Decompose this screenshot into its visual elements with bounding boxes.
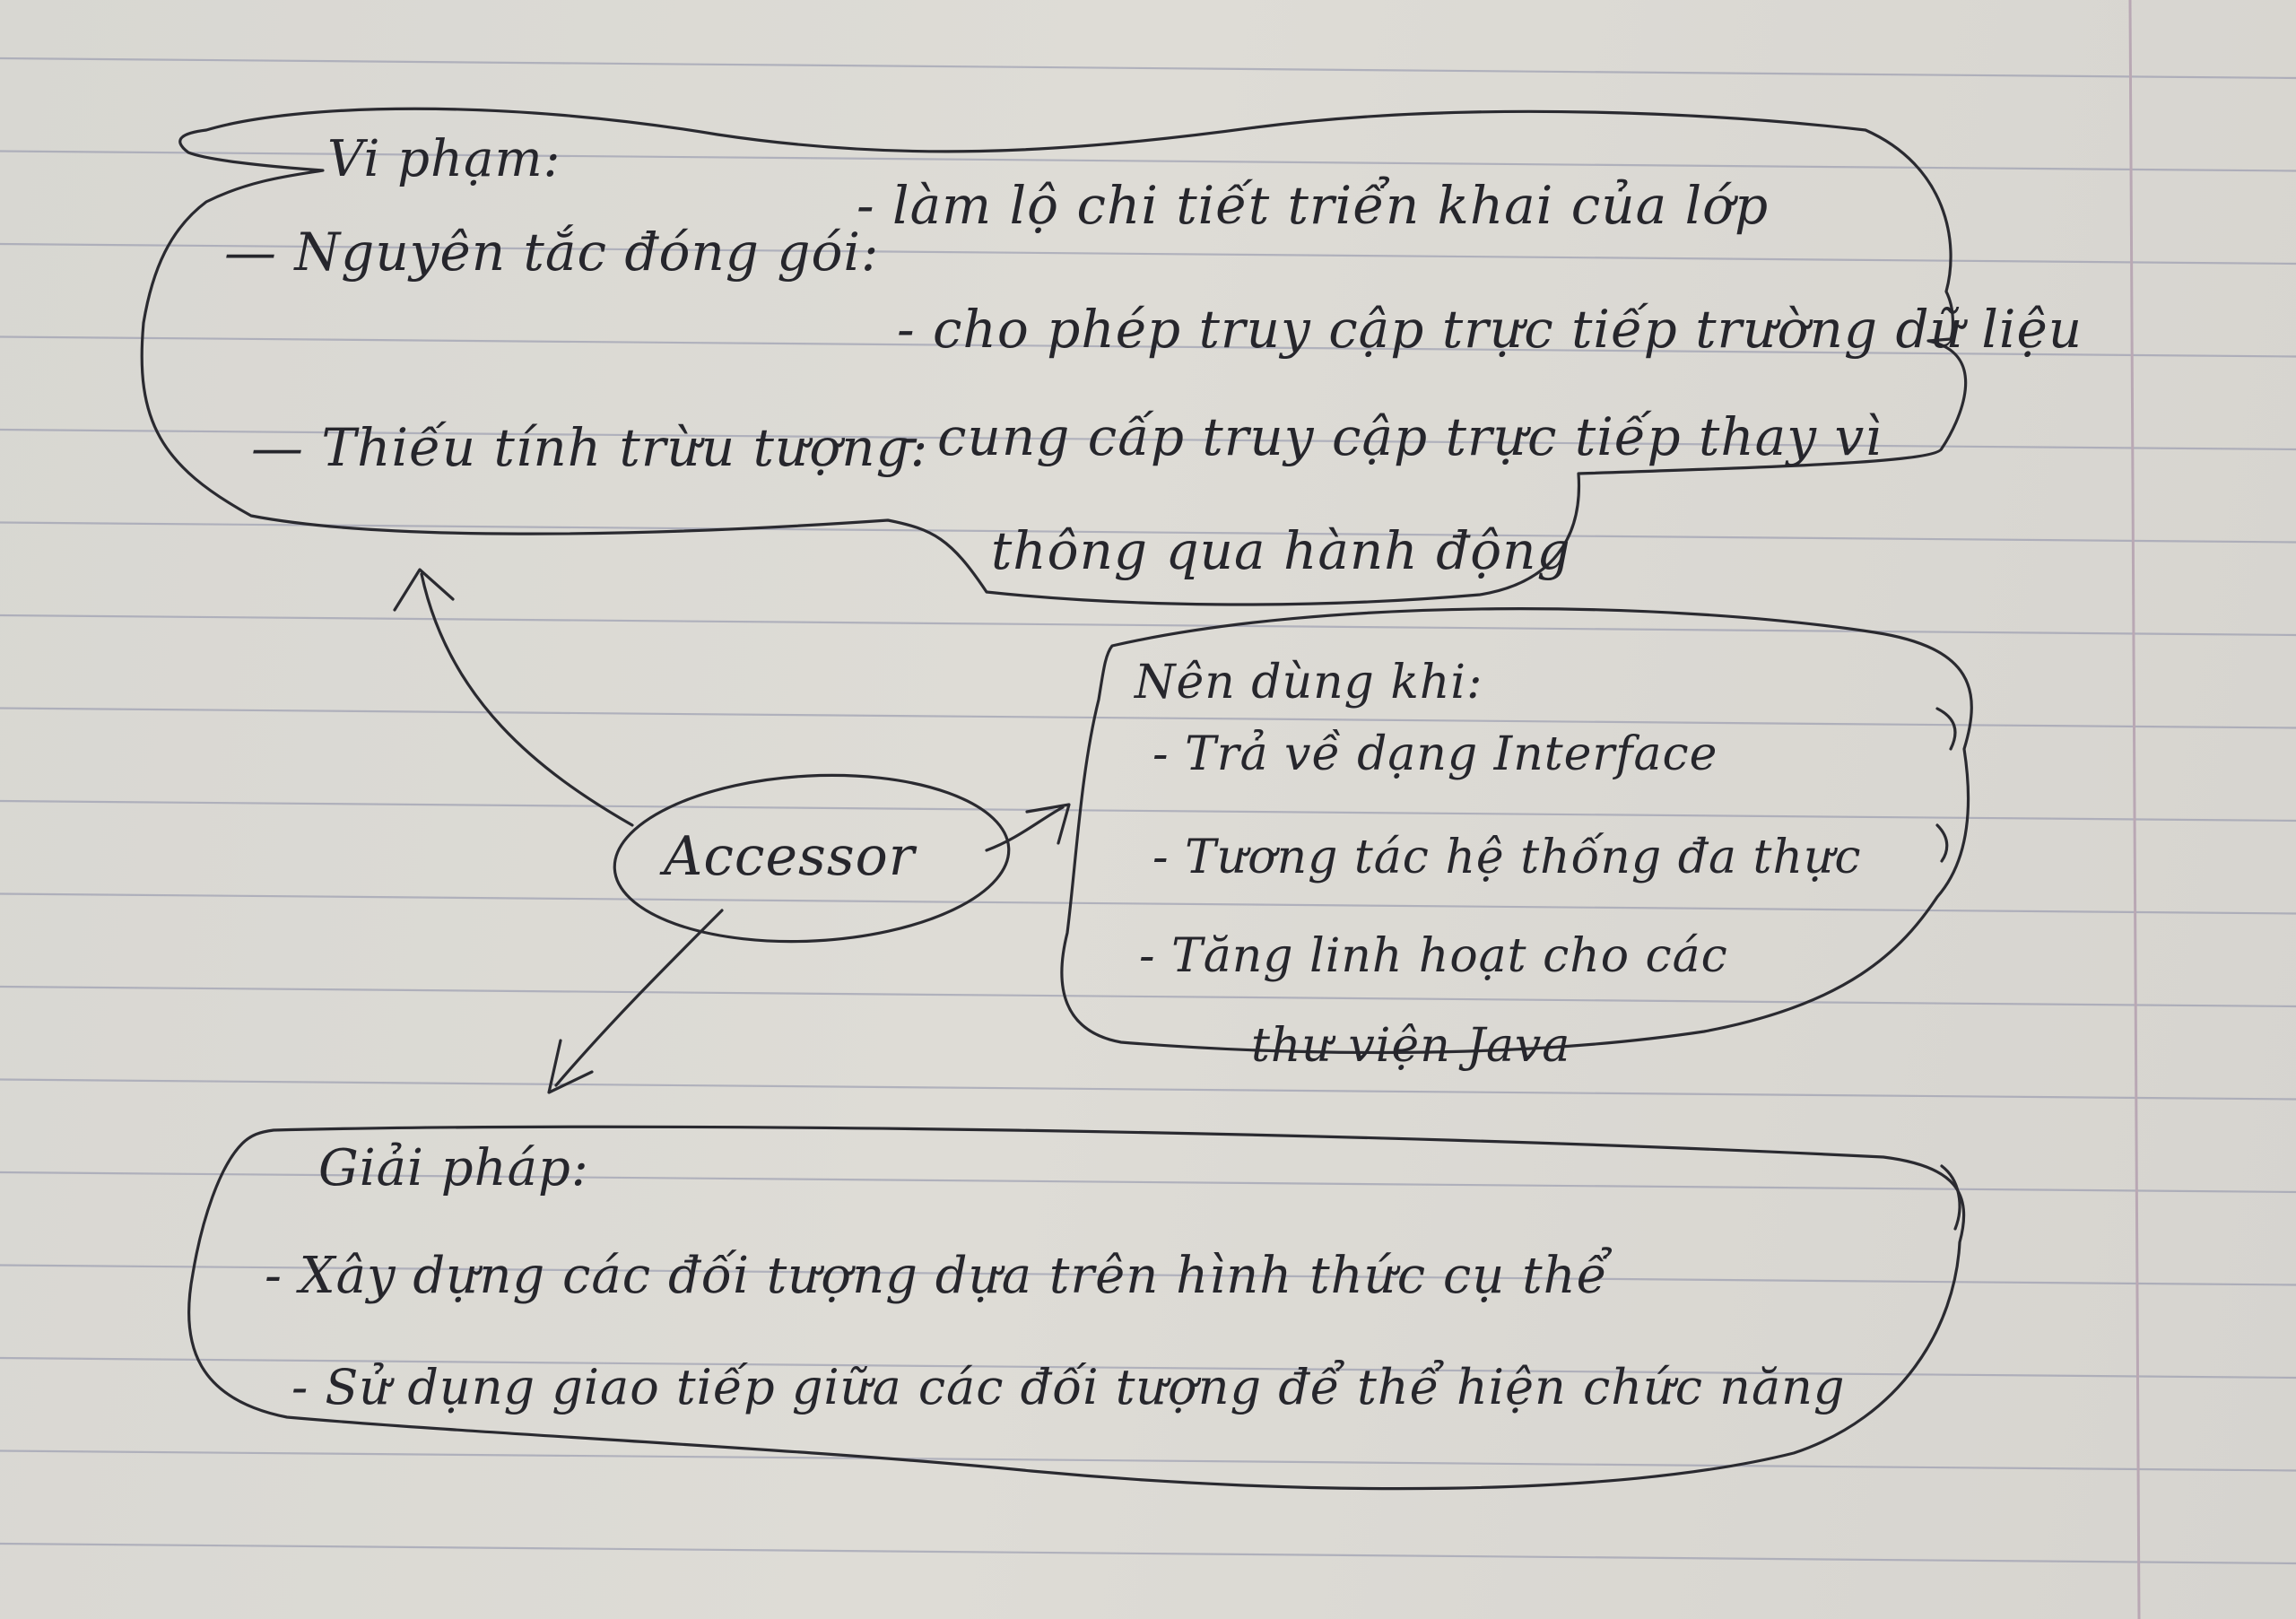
margin-line [2128,0,2141,1619]
usage-point-continued: thư viện Java [1251,1019,1571,1073]
arrowhead-icon [393,568,455,612]
ruled-line [0,1171,2296,1194]
ruled-line [0,428,2296,451]
violation-item-encapsulation: — Nguyên tắc đóng gói: [224,222,880,283]
ruled-line [0,892,2296,915]
ruled-line [0,57,2296,80]
violation-point-continued: thông qua hành động [991,520,1571,581]
usage-heading: Nên dùng khi: [1135,656,1483,709]
violation-point: - làm lộ chi tiết triển khai của lớp [857,175,1770,236]
solution-point: - Xây dựng các đối tượng dựa trên hình t… [265,1247,1609,1305]
solution-bubble-tick [1940,1164,1961,1231]
usage-point: - Trả về dạng Interface [1152,727,1718,781]
violation-item-abstraction: — Thiếu tính trừu tượng: [251,417,929,478]
arrowhead-icon [1025,803,1071,845]
accessor-label: Accessor [664,825,916,888]
violation-point: - cung cấp truy cập trực tiếp thay vì [901,406,1883,467]
ruled-lines [0,57,2296,1565]
arrowhead-icon [547,1039,594,1094]
ruled-line [0,1449,2296,1472]
arrow-to-violations [420,572,634,827]
usage-point: - Tương tác hệ thống đa thực [1152,831,1862,884]
violations-heading: Vi phạm: [327,130,561,188]
violations-bubble-outline [140,107,1968,606]
usage-bubble-tick [1935,823,1949,863]
solution-heading: Giải pháp: [318,1139,589,1197]
ruled-line [0,614,2296,637]
accessor-ellipse-outline [613,773,1011,944]
ruled-line [0,1078,2296,1101]
usage-bubble-outline [1060,607,1973,1055]
solution-bubble-outline [187,1125,1966,1491]
usage-bubble-tick [1935,707,1957,751]
usage-point: - Tăng linh hoạt cho các [1139,929,1728,983]
ruled-line [0,1264,2296,1286]
ruled-line [0,707,2296,729]
ruled-line [0,150,2296,172]
solution-point: - Sử dụng giao tiếp giữa các đối tượng đ… [291,1359,1846,1415]
arrow-to-solution [554,909,724,1087]
ruled-line [0,985,2296,1008]
violation-point: - cho phép truy cập trực tiếp trường dữ … [897,299,2083,360]
ruled-line [0,335,2296,358]
ruled-line [0,799,2296,823]
ruled-line [0,521,2296,544]
arrow-to-usage [985,805,1065,852]
ruled-line [0,1542,2296,1565]
ruled-line [0,1356,2296,1380]
ruled-line [0,242,2296,265]
